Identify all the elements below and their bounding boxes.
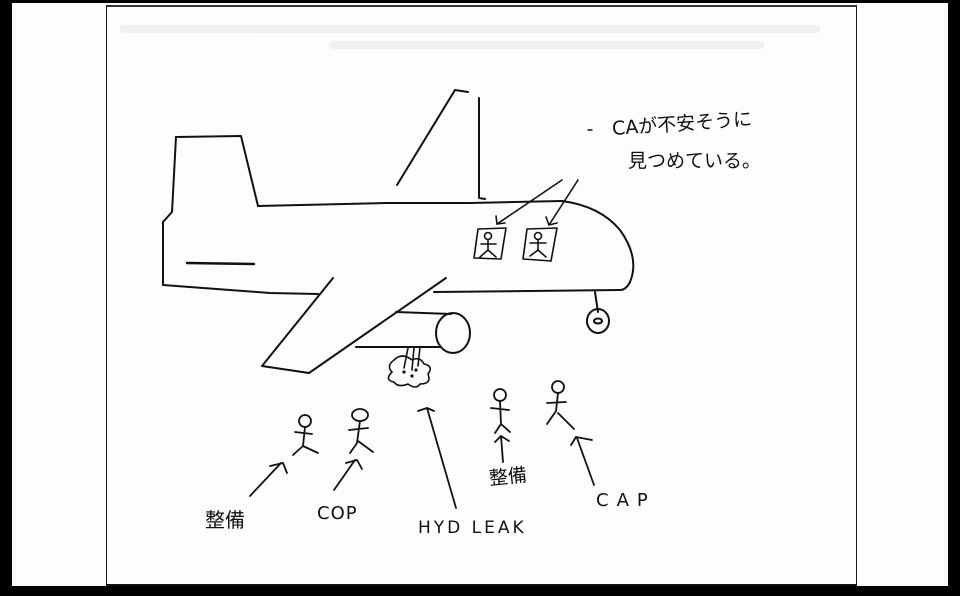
label-mechanic-left: 整備 — [205, 508, 245, 532]
engine — [355, 311, 471, 354]
nose-landing-gear — [586, 291, 610, 334]
near-wing — [261, 277, 447, 374]
fuselage — [162, 200, 635, 295]
cabin-window-1 — [473, 227, 507, 260]
annotation-line-2: 見つめている。 — [628, 150, 762, 172]
page-border — [106, 5, 857, 586]
hydraulic-leak-splash — [387, 346, 432, 388]
annotation-arrows — [495, 179, 579, 226]
label-arrows — [249, 407, 595, 509]
stick-figure-cap — [546, 380, 575, 430]
label-cap: CAP — [596, 490, 656, 511]
stick-figure-mechanic-right — [490, 388, 511, 434]
stick-figure-mechanic-left — [292, 414, 319, 456]
label-cop: COP — [317, 503, 358, 524]
stick-figure-cop — [348, 408, 374, 454]
tail-fin — [162, 135, 259, 225]
far-wing — [396, 89, 486, 200]
label-mechanic-right: 整備 — [488, 464, 529, 490]
bleed-through-text — [120, 17, 820, 67]
cabin-window-2 — [522, 227, 558, 262]
label-hyd-leak: HYD LEAK — [418, 518, 527, 538]
